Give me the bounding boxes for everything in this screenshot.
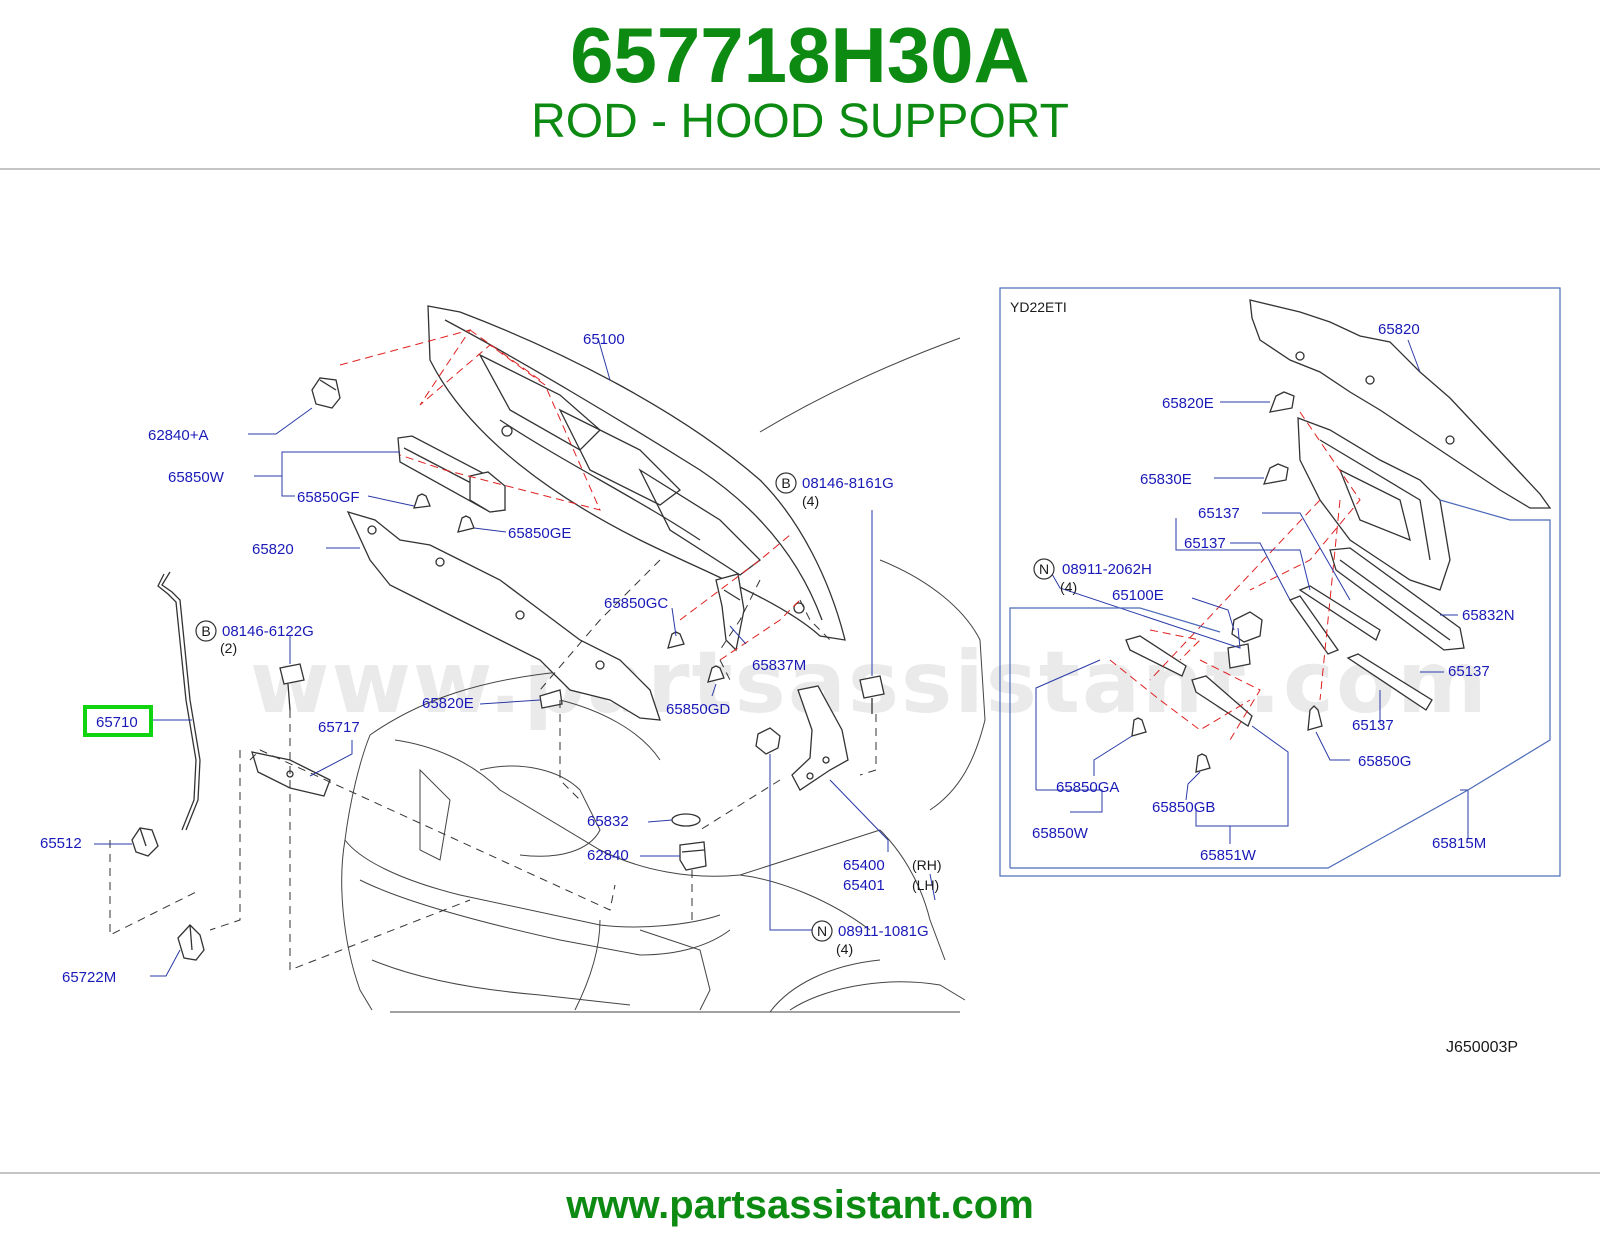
marker-b-right: B (775, 472, 797, 494)
inset-title: YD22ETI (1010, 299, 1067, 315)
marker-b-right-letter: B (781, 475, 790, 491)
clip-65820e (539, 689, 563, 709)
inset-label-nut-08911-2062h: 08911-2062H (1062, 561, 1152, 578)
header-divider (0, 168, 1600, 170)
hood-hinge-65400 (791, 685, 849, 791)
striker-bracket-65717 (251, 751, 331, 797)
footer-divider (0, 1172, 1600, 1174)
label-65850w: 65850W (168, 469, 225, 486)
main-leader-lines (94, 337, 936, 977)
red-dashed-assembly-lines (339, 329, 801, 661)
label-65710: 65710 (96, 714, 138, 731)
bolt-08146-6122g (279, 663, 305, 711)
inset-label-nut-08911-2062h-qty: (4) (1060, 579, 1077, 595)
inset-label-65820: 65820 (1378, 321, 1420, 338)
inset-yd22eti: YD22ETI (999, 287, 1561, 877)
part-description-title: ROD - HOOD SUPPORT (531, 95, 1069, 148)
hood-bumper-62840a (311, 377, 341, 409)
vehicle-body-outline (341, 337, 986, 1013)
hood-insulator-65820 (346, 510, 661, 721)
label-65820e: 65820E (422, 695, 474, 712)
inset-label-65137-d: 65137 (1352, 717, 1394, 734)
drawing-code: J650003P (1446, 1039, 1518, 1056)
label-bolt-08146-6122g-qty: (2) (220, 640, 237, 656)
footer-url-link[interactable]: www.partsassistant.com (566, 1183, 1034, 1227)
inset-label-65100e: 65100E (1112, 587, 1164, 604)
inset-marker-n-letter: N (1039, 561, 1049, 577)
hood-seal-65850w (397, 435, 506, 513)
clip-65722m (177, 924, 205, 961)
label-65832: 65832 (587, 813, 629, 830)
bracket-65837m (715, 573, 745, 652)
clip-65850gd (707, 665, 725, 683)
inset-label-65137-b: 65137 (1184, 535, 1226, 552)
black-dashed-assembly-lines (109, 559, 877, 971)
nut-08911-1081g (755, 727, 781, 755)
label-65837m: 65837M (752, 657, 806, 674)
label-nut-08911-1081g-qty: (4) (836, 941, 853, 957)
label-bolt-08146-8161g: 08146-8161G (802, 475, 894, 492)
inset-label-65832n: 65832N (1462, 607, 1515, 624)
bolt-08146-8161g (859, 675, 885, 714)
main-part-labels: 65100 62840+A 65850W 65850GF 65850GE 658… (40, 331, 942, 986)
pad-65832 (671, 813, 701, 827)
marker-n-main-letter: N (817, 923, 827, 939)
page-header: 657718H30A ROD - HOOD SUPPORT (0, 0, 1600, 170)
inset-label-65850gb: 65850GB (1152, 799, 1215, 816)
label-65850gf: 65850GF (297, 489, 360, 506)
label-65100: 65100 (583, 331, 625, 348)
label-65512: 65512 (40, 835, 82, 852)
inset-label-65850w: 65850W (1032, 825, 1089, 842)
label-65722m: 65722M (62, 969, 116, 986)
label-bolt-08146-8161g-qty: (4) (802, 493, 819, 509)
marker-b-left: B (195, 620, 217, 642)
label-65850gc: 65850GC (604, 595, 668, 612)
part-number-title: 657718H30A (570, 11, 1030, 99)
marker-n-main: N (811, 920, 833, 942)
label-65717: 65717 (318, 719, 360, 736)
label-65401-side: (LH) (912, 877, 939, 893)
highlight-box-65710 (83, 705, 153, 737)
label-65400: 65400 (843, 857, 885, 874)
inset-label-65851w: 65851W (1200, 847, 1257, 864)
label-65401: 65401 (843, 877, 885, 894)
inset-label-65137-c: 65137 (1448, 663, 1490, 680)
label-62840a: 62840+A (148, 427, 208, 444)
inset-label-65820e: 65820E (1162, 395, 1214, 412)
label-65400-side: (RH) (912, 857, 942, 873)
bumper-62840 (679, 841, 707, 871)
label-65850ge: 65850GE (508, 525, 571, 542)
label-65820: 65820 (252, 541, 294, 558)
clip-65850gc (667, 631, 685, 649)
clip-65850gf (413, 493, 431, 509)
label-62840: 62840 (587, 847, 629, 864)
clip-65850ge (457, 515, 475, 533)
inset-label-65137-a: 65137 (1198, 505, 1240, 522)
inset-label-65850ga: 65850GA (1056, 779, 1119, 796)
grommet-65512 (131, 827, 159, 857)
inset-label-65830e: 65830E (1140, 471, 1192, 488)
label-65850gd: 65850GD (666, 701, 730, 718)
label-nut-08911-1081g: 08911-1081G (838, 923, 929, 940)
label-bolt-08146-6122g: 08146-6122G (222, 623, 314, 640)
hood-panel-65100 (427, 305, 846, 641)
hood-support-rod-65710 (157, 571, 201, 831)
inset-frame (999, 287, 1561, 877)
inset-label-65815m: 65815M (1432, 835, 1486, 852)
marker-b-left-letter: B (201, 623, 210, 639)
inset-label-65850g: 65850G (1358, 753, 1411, 770)
